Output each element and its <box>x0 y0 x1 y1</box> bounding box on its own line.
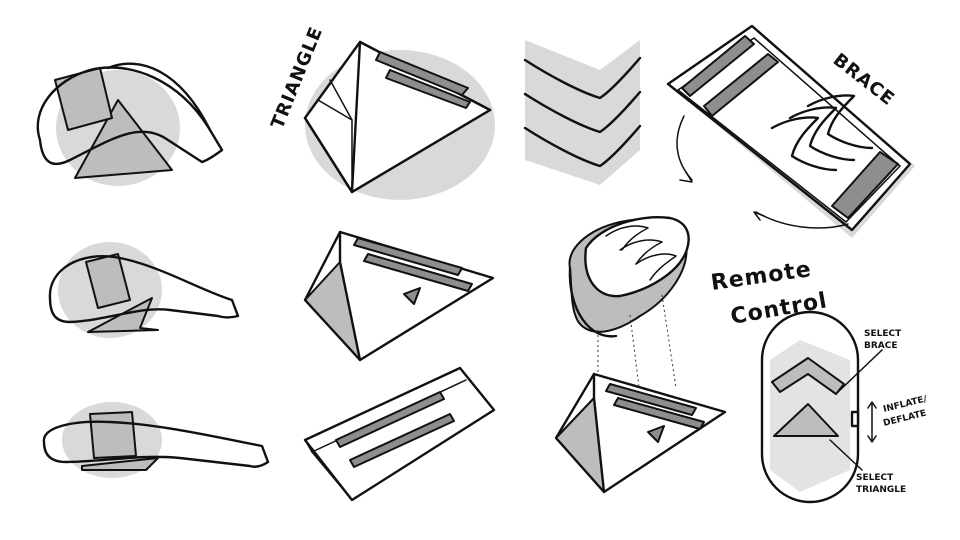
leg-on-small-wedge <box>50 242 238 338</box>
remote-control <box>762 312 858 502</box>
remote-label-line1: Remote <box>709 257 813 296</box>
chevron-brace-stack <box>525 40 640 185</box>
brace-pad: BRACE <box>668 26 915 238</box>
inflatable-bladder <box>569 217 688 336</box>
leg-raised-on-triangle <box>38 64 222 186</box>
brace-pad-folded <box>305 368 494 500</box>
inflate-deflate-switch[interactable] <box>852 412 858 426</box>
select-triangle-label-line1: SELECT <box>856 473 894 483</box>
triangle-cushion-medium <box>305 232 493 360</box>
select-brace-label-line1: SELECT <box>864 329 902 339</box>
leg-flat-on-brace <box>44 402 268 478</box>
select-brace-label-line2: BRACE <box>864 341 898 351</box>
triangle-assembled <box>556 374 725 492</box>
select-triangle-label-line2: TRIANGLE <box>856 485 906 495</box>
triangle-cushion-large: TRIANGLE <box>267 24 495 200</box>
